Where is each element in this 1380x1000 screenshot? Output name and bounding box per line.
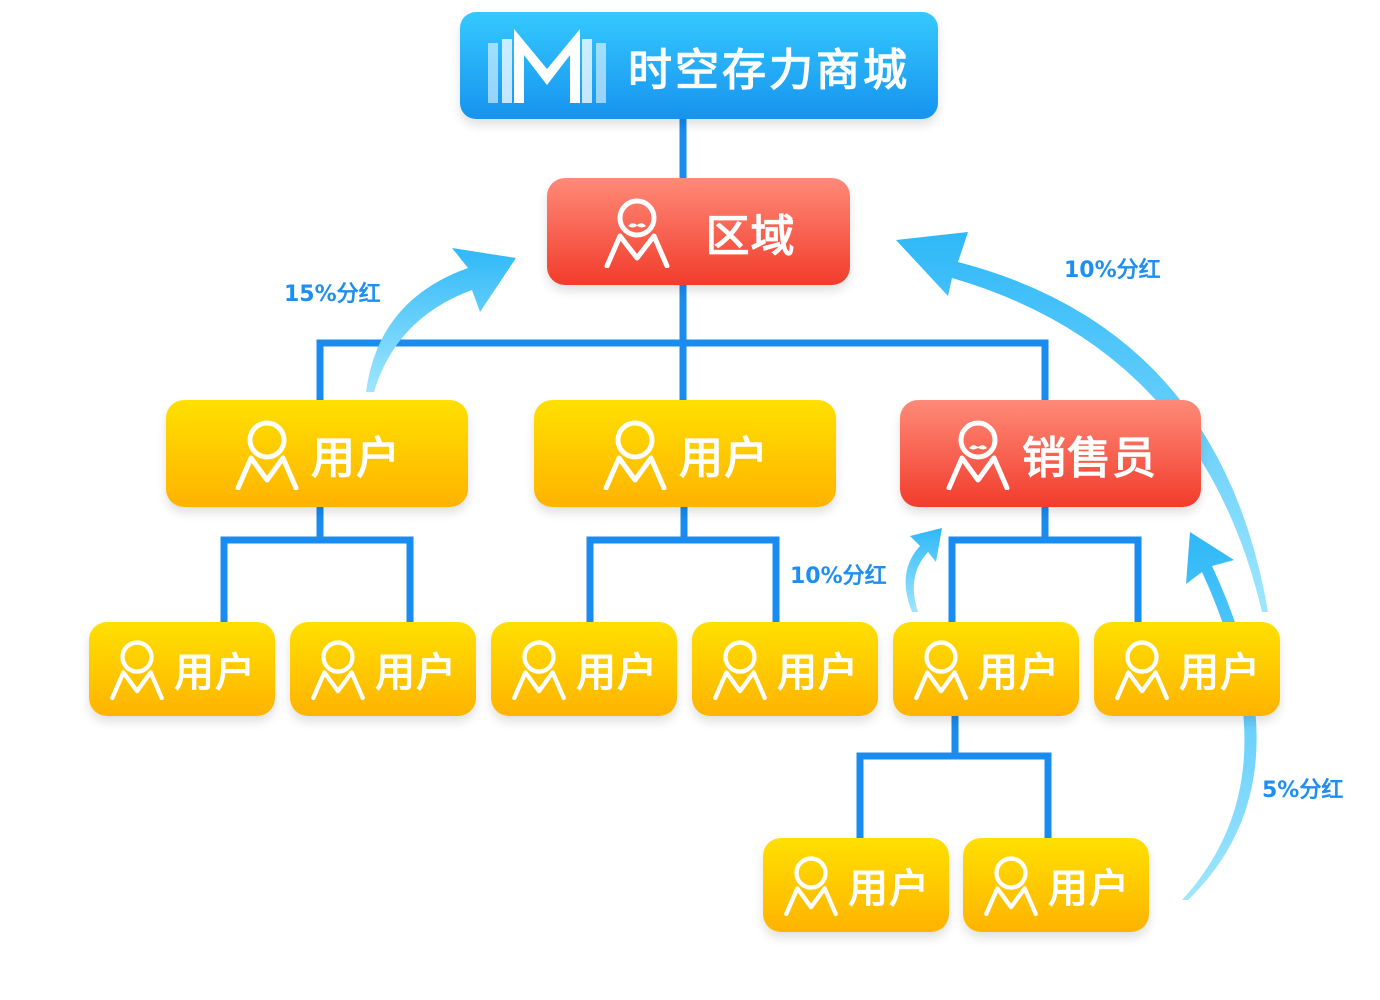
tree-connectors (220, 118, 1142, 840)
region-label: 区域 (705, 210, 796, 262)
user-icon (984, 856, 1038, 916)
level2-user-5: 用户 (893, 622, 1079, 716)
user-icon (914, 640, 968, 700)
user-label: 用户 (576, 650, 658, 696)
level2-user-2: 用户 (290, 622, 476, 716)
user-label: 用户 (679, 432, 769, 484)
dividend-label-10-region: 10%分红 (1064, 258, 1161, 283)
arrow-5-to-salesperson (1182, 532, 1257, 900)
user-icon (603, 420, 667, 490)
user-label: 用户 (311, 432, 401, 484)
level1-salesperson: 销售员 (900, 400, 1201, 507)
connector-salesperson-children (948, 536, 1142, 624)
dividend-label-5: 5%分红 (1262, 778, 1344, 803)
level3-user-1: 用户 (763, 838, 949, 932)
root-title: 时空存力商城 (628, 44, 910, 96)
user-icon (311, 640, 365, 700)
level2-user-3: 用户 (491, 622, 677, 716)
level3-user-2: 用户 (963, 838, 1149, 932)
level1-user-2: 用户 (534, 400, 836, 507)
salesperson-label: 销售员 (1022, 432, 1157, 484)
arrow-15-to-region (366, 248, 516, 392)
connector-user2-children (586, 536, 780, 624)
user-label: 用户 (1179, 650, 1261, 696)
connector-level1-bar (316, 339, 1049, 403)
dividend-label-10-salesperson: 10%分红 (790, 564, 887, 589)
user-icon (1115, 640, 1169, 700)
manager-icon (946, 420, 1010, 490)
user-label: 用户 (375, 650, 457, 696)
user-icon (512, 640, 566, 700)
root-node: 时空存力商城 (460, 12, 938, 119)
arrow-10-to-salesperson (905, 528, 942, 612)
connector-user5-children (856, 752, 1052, 840)
user-label: 用户 (174, 650, 256, 696)
user-label: 用户 (777, 650, 859, 696)
user-label: 用户 (1048, 866, 1130, 912)
level1-user-1: 用户 (166, 400, 468, 507)
user-icon (235, 420, 299, 490)
level2-user-6: 用户 (1094, 622, 1280, 716)
user-icon (713, 640, 767, 700)
region-node: 区域 (547, 178, 850, 285)
dividend-label-15: 15%分红 (284, 282, 381, 307)
level2-user-1: 用户 (89, 622, 275, 716)
level2-user-4: 用户 (692, 622, 878, 716)
user-icon (110, 640, 164, 700)
connector-user1-children (220, 536, 414, 624)
user-icon (784, 856, 838, 916)
mall-logo-icon (488, 28, 606, 103)
user-label: 用户 (848, 866, 930, 912)
user-label: 用户 (978, 650, 1060, 696)
manager-icon (604, 198, 669, 268)
